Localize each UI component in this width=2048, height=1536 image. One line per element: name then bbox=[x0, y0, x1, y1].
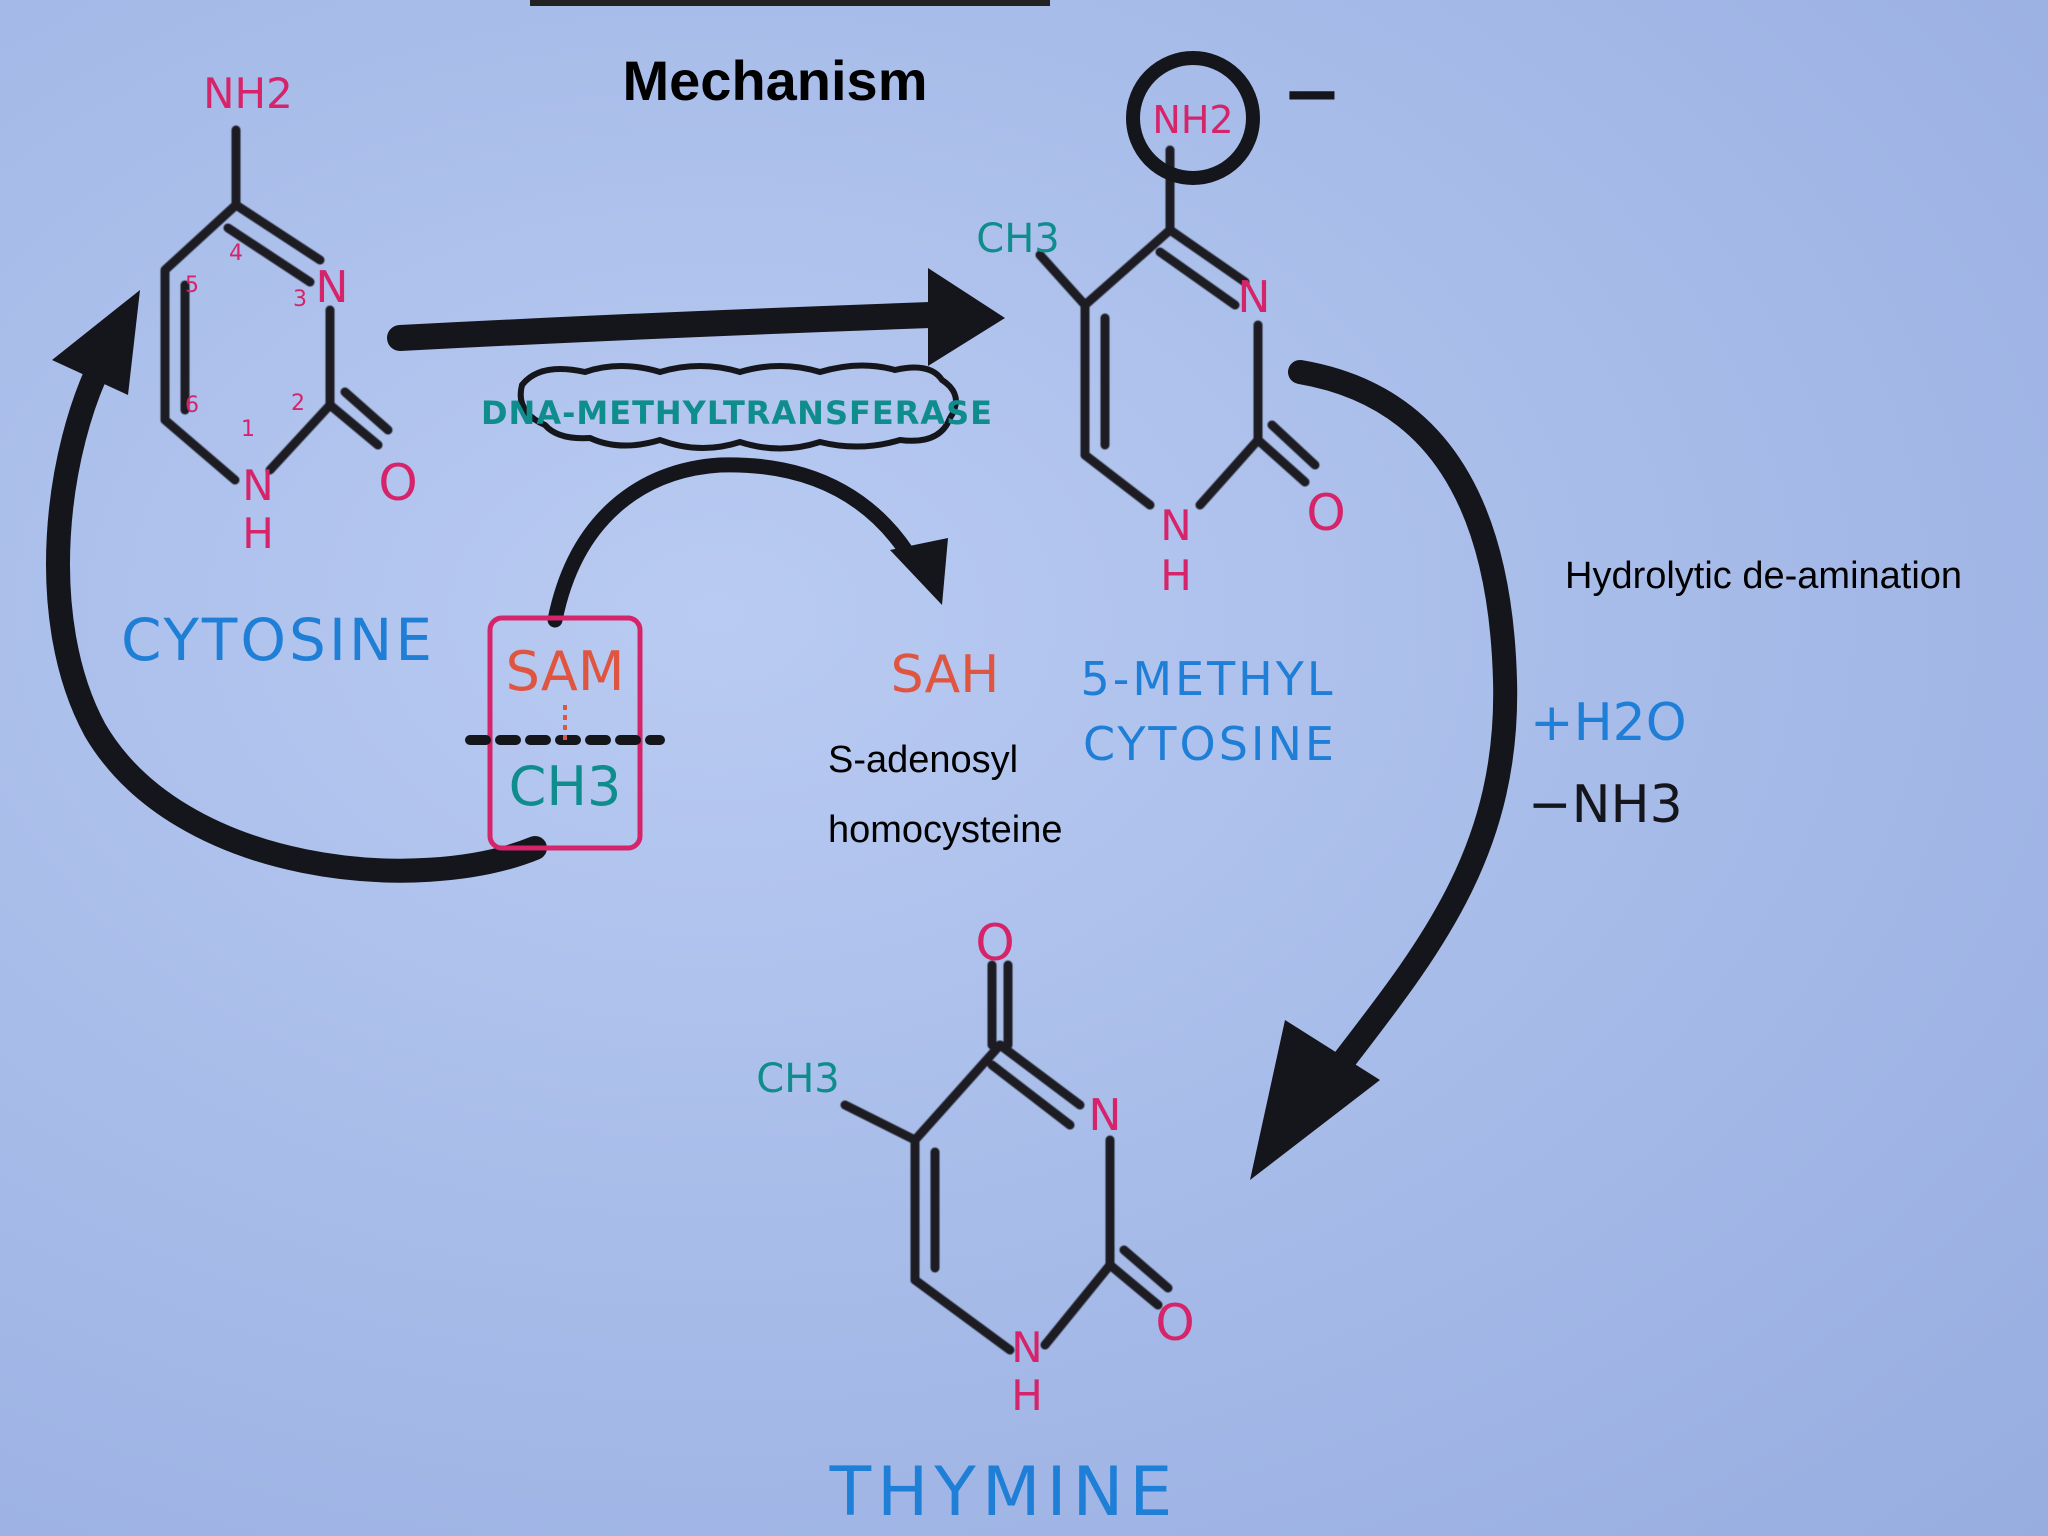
page-title: Mechanism bbox=[623, 49, 928, 112]
thymine-name: THYMINE bbox=[829, 1453, 1179, 1532]
cytosine-name: CYTOSINE bbox=[121, 606, 435, 674]
sam-to-sah-arrow bbox=[547, 457, 923, 628]
methylcytosine-name-line2: CYTOSINE bbox=[1083, 717, 1337, 771]
methylcytosine-h: H bbox=[1160, 551, 1192, 600]
minus-ammonia-label: −NH3 bbox=[1528, 775, 1683, 835]
thymine-oxygen-top: O bbox=[975, 914, 1014, 972]
deamination-label: Hydrolytic de-amination bbox=[1565, 555, 1962, 597]
sam-box bbox=[487, 615, 643, 851]
thymine-h: H bbox=[1011, 1371, 1043, 1420]
methylcytosine-removal-minus: − bbox=[1282, 51, 1342, 135]
methylcytosine-n3: N bbox=[1238, 272, 1271, 323]
sam-ch3-label: CH3 bbox=[509, 755, 622, 818]
sam-label: SAM bbox=[506, 640, 625, 703]
methylcytosine-structure bbox=[1035, 145, 1320, 510]
thymine-structure bbox=[840, 960, 1173, 1355]
cytosine-n1: N bbox=[242, 461, 273, 510]
thymine-oxygen: O bbox=[1155, 1294, 1194, 1352]
thymine-n1: N bbox=[1011, 1323, 1042, 1372]
cytosine-n3: N bbox=[316, 262, 349, 313]
methyl-transfer-loop-arrow bbox=[46, 343, 547, 883]
cytosine-pos-6: 6 bbox=[185, 393, 199, 418]
thymine-ch3: CH3 bbox=[756, 1056, 839, 1102]
cytosine-pos-5: 5 bbox=[185, 273, 199, 298]
sah-full-name-line2: homocysteine bbox=[828, 809, 1062, 851]
cytosine-h: H bbox=[242, 509, 274, 558]
thymine-n3: N bbox=[1089, 1090, 1122, 1141]
nh2-highlight-circle bbox=[1126, 51, 1260, 185]
enzyme-cloud-outline bbox=[517, 362, 959, 452]
cytosine-nh2: NH2 bbox=[203, 69, 293, 118]
methylcytosine-name-line1: 5-METHYL bbox=[1080, 652, 1335, 706]
cytosine-pos-2: 2 bbox=[291, 391, 305, 416]
sam-to-sah-arrow-head bbox=[890, 538, 948, 605]
methylcytosine-ch3: CH3 bbox=[976, 216, 1059, 262]
plus-water-label: +H2O bbox=[1530, 693, 1687, 753]
methyl-transfer-loop-arrow-head bbox=[52, 290, 140, 395]
sah-label: SAH bbox=[891, 645, 1000, 705]
enzyme-label: DNA-METHYLTRANSFERASE bbox=[481, 394, 993, 432]
deamination-arrow-head bbox=[1250, 1020, 1380, 1180]
top-edge-strip bbox=[530, 0, 1050, 6]
methylcytosine-n1: N bbox=[1160, 501, 1191, 550]
cytosine-structure bbox=[160, 125, 393, 485]
methylation-arrow bbox=[387, 302, 943, 351]
methylcytosine-nh2: NH2 bbox=[1152, 98, 1233, 142]
methylation-arrow-head bbox=[928, 268, 1005, 366]
cytosine-pos-3: 3 bbox=[293, 287, 307, 312]
cytosine-oxygen: O bbox=[378, 454, 417, 512]
deamination-arrow bbox=[1288, 360, 1518, 1097]
cytosine-pos-1: 1 bbox=[241, 417, 255, 442]
sah-full-name-line1: S-adenosyl bbox=[828, 739, 1018, 781]
cytosine-pos-4: 4 bbox=[229, 241, 243, 266]
methylcytosine-oxygen: O bbox=[1306, 484, 1345, 542]
